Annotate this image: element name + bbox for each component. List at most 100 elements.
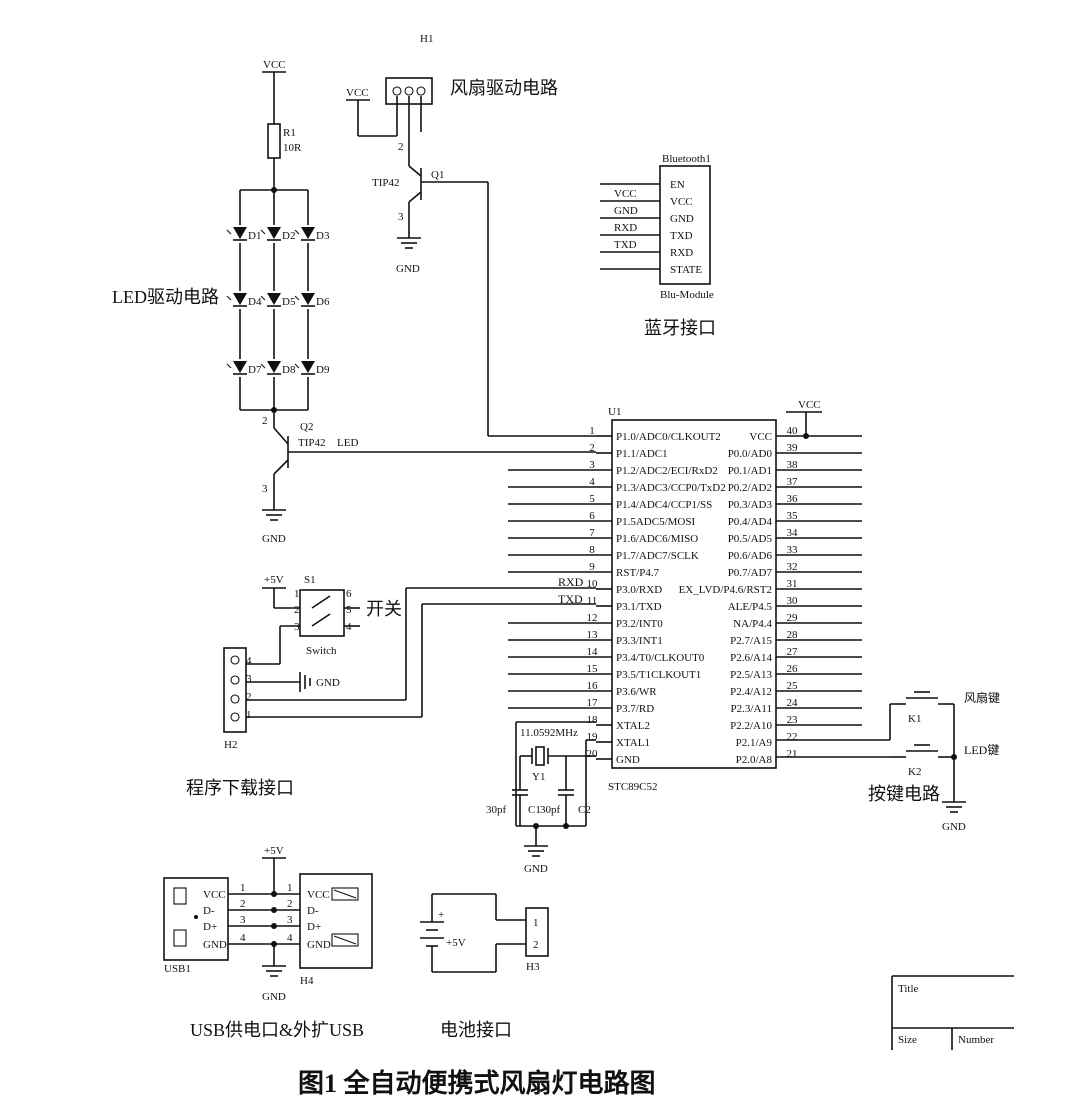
fan-vcc-label: VCC	[346, 87, 369, 99]
diode-d8: D8	[260, 359, 296, 377]
u1-pin-label: P3.1/TXD	[616, 601, 662, 613]
r1-ref: R1	[283, 127, 296, 139]
h4-ref: H4	[300, 975, 314, 987]
diode-d1: D1	[226, 225, 261, 243]
c1-ref: C1	[528, 804, 541, 816]
h2-gnd-label: GND	[316, 677, 340, 689]
u1-pin-label: RST/P4.7	[616, 567, 660, 579]
diode-d7: D7	[226, 359, 262, 377]
usb1-pin-num: 1	[240, 882, 246, 894]
diode-label: D6	[316, 296, 330, 308]
u1-pin-33: 33	[787, 544, 799, 556]
u1-pin-label: P3.7/RD	[616, 703, 654, 715]
u1-pin-label: P3.4/T0/CLKOUT0	[616, 652, 705, 664]
bt-pin-txd: TXD	[670, 230, 693, 242]
q2-pin-2: 2	[262, 415, 268, 427]
h3-ref: H3	[526, 961, 540, 973]
bt-module-box	[659, 165, 711, 285]
crystal-y1	[535, 746, 545, 766]
h3-connector	[525, 907, 549, 957]
h4-pin-num: 3	[287, 914, 293, 926]
key-circuit: K1 风扇键 K2 LED键 GND 按键电路	[776, 690, 1000, 833]
fan-key-label: 风扇键	[964, 690, 1000, 705]
u1-pin-13: 13	[587, 629, 599, 641]
key-gnd-label: GND	[942, 821, 966, 833]
u1-pin-29: 29	[787, 612, 799, 624]
q1-gnd-label: GND	[396, 263, 420, 275]
bt-section-title: 蓝牙接口	[644, 318, 716, 338]
u1-pin-9: 9	[589, 561, 595, 573]
u1-pin-34: 34	[787, 527, 799, 539]
led-net-label: LED	[337, 437, 358, 449]
k2-ref: K2	[908, 766, 921, 778]
rxd-net-label: RXD	[558, 575, 584, 589]
h4-pin-label: D+	[307, 921, 321, 933]
led-key-label: LED键	[964, 743, 999, 757]
number-field: Number	[958, 1034, 994, 1046]
u1-pin-27: 27	[787, 646, 799, 658]
bt-ref: Bluetooth1	[662, 153, 711, 165]
u1-pin-8: 8	[589, 544, 595, 556]
u1-pin-label: P2.1/A9	[736, 737, 773, 749]
s1-pin-5: 5	[346, 604, 352, 616]
h3-pin-2: 2	[533, 939, 539, 951]
u1-pin-12: 12	[587, 612, 598, 624]
u1-pin-35: 35	[787, 510, 799, 522]
bt-pin-state: STATE	[670, 264, 702, 276]
bt-module-label: Blu-Module	[660, 289, 714, 301]
u1-pin-label: GND	[616, 754, 640, 766]
u1-pin-17: 17	[587, 697, 599, 709]
u1-pin-label: P1.3/ADC3/CCP0/TxD2	[616, 482, 726, 494]
u1-pin-label: XTAL2	[616, 720, 650, 732]
q2-pin-3: 3	[262, 483, 268, 495]
u1-pin-label: P2.7/A15	[730, 635, 772, 647]
u1-pin-19: 19	[587, 731, 599, 743]
u1-pin-label: P0.2/AD2	[728, 482, 772, 494]
bt-net-txd: TXD	[614, 239, 637, 251]
y1-ref: Y1	[532, 771, 545, 783]
fan-driver-circuit: H1 风扇驱动电路 VCC 2 3 GND TIP42 Q1	[346, 33, 596, 437]
u1-pin-label: P2.0/A8	[736, 754, 773, 766]
u1-pin-label: P3.2/INT0	[616, 618, 663, 630]
h3-pin-1: 1	[533, 917, 539, 929]
crystal-frequency: 11.0592MHz	[520, 727, 578, 739]
s1-ref: S1	[304, 574, 316, 586]
bt-pin-rxd: RXD	[670, 247, 693, 259]
diode-label: D4	[248, 296, 262, 308]
h2-pin-1: 1	[246, 709, 252, 721]
u1-pin-label: P2.3/A11	[731, 703, 772, 715]
r1-value: 10R	[283, 142, 302, 154]
u1-pin-15: 15	[587, 663, 599, 675]
battery-section-title: 电池接口	[440, 1020, 512, 1040]
h1-ref: H1	[420, 33, 433, 45]
u1-pin-label: P1.7/ADC7/SCLK	[616, 550, 699, 562]
u1-pin-label: P0.4/AD4	[728, 516, 773, 528]
u1-pin-14: 14	[587, 646, 599, 658]
u1-pin-25: 25	[787, 680, 799, 692]
diode-label: D5	[282, 296, 296, 308]
u1-pin-30: 30	[787, 595, 799, 607]
power-switch-s1: +5V S1 1 2 3 6 5 4 开关 Switch	[246, 574, 402, 665]
u1-pin-22: 22	[787, 731, 798, 743]
battery-interface: + +5V 1 2 H3 电池接口	[420, 893, 549, 1040]
u1-pin-3: 3	[589, 459, 595, 471]
q2-part: TIP42	[298, 437, 326, 449]
q2-gnd-label: GND	[262, 533, 286, 545]
c2-value: 30pf	[540, 804, 561, 816]
bt-net-rxd: RXD	[614, 222, 637, 234]
u1-pin-label: P0.5/AD5	[728, 533, 773, 545]
u1-pin-label: P3.5/T1CLKOUT1	[616, 669, 701, 681]
u1-pin-18: 18	[587, 714, 599, 726]
u1-pin-1: 1	[589, 425, 595, 437]
u1-pin-20: 20	[587, 748, 599, 760]
q1-pin-3: 3	[398, 211, 404, 223]
prog-section-title: 程序下载接口	[186, 778, 294, 798]
u1-pin-label: P2.4/A12	[730, 686, 772, 698]
u1-pin-16: 16	[587, 680, 599, 692]
fan-section-title: 风扇驱动电路	[450, 78, 558, 98]
s1-switch-body	[299, 589, 345, 637]
diode-label: D7	[248, 364, 262, 376]
bluetooth-interface: Bluetooth1 ENVCCGNDTXDRXDSTATEVCCGNDRXDT…	[600, 153, 716, 338]
